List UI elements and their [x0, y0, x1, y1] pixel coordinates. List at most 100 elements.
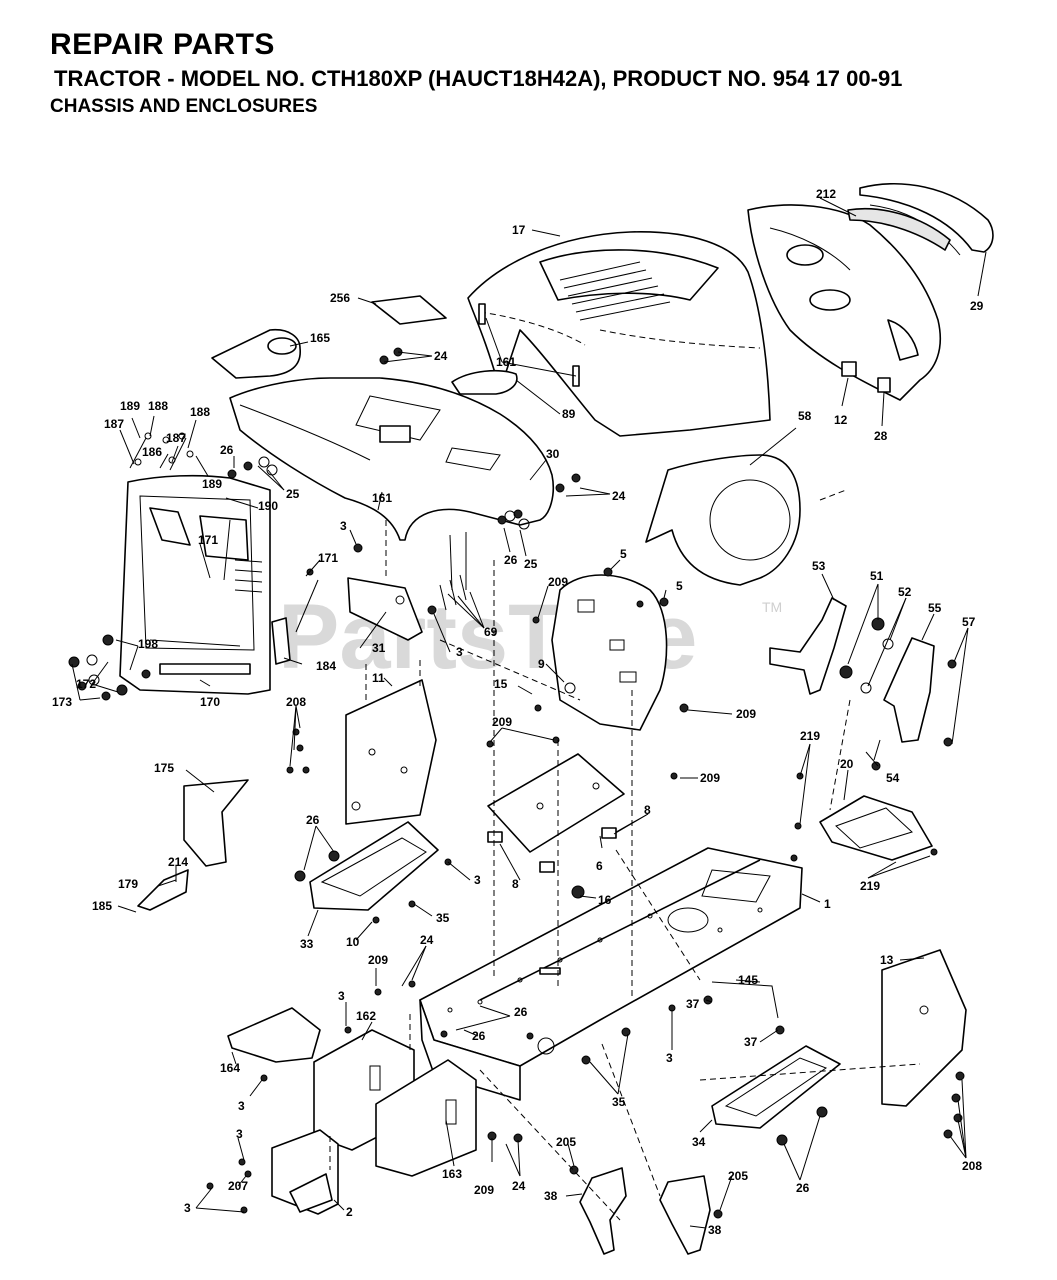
label-209: 209 — [368, 953, 388, 967]
label-26: 26 — [306, 813, 320, 827]
plate-part-11[interactable] — [345, 679, 437, 825]
label-205: 205 — [728, 1169, 748, 1183]
label-179: 179 — [118, 877, 138, 891]
label-190: 190 — [258, 499, 278, 513]
bracket-part-38a[interactable] — [579, 1167, 627, 1255]
label-26: 26 — [796, 1181, 810, 1195]
bracket-part-53[interactable] — [769, 597, 847, 695]
label-172: 172 — [76, 677, 96, 691]
label-3: 3 — [236, 1127, 243, 1141]
section-title: CHASSIS AND ENCLOSURES — [50, 96, 318, 117]
label-37: 37 — [686, 997, 700, 1011]
label-26: 26 — [220, 443, 234, 457]
label-35: 35 — [436, 911, 450, 925]
label-25: 25 — [286, 487, 300, 501]
dash-panel-part-30[interactable] — [229, 377, 555, 541]
label-35: 35 — [612, 1095, 626, 1109]
label-208: 208 — [286, 695, 306, 709]
label-38: 38 — [544, 1189, 558, 1203]
label-165: 165 — [310, 331, 330, 345]
rod-part-214[interactable] — [137, 869, 189, 911]
label-3: 3 — [338, 989, 345, 1003]
label-15: 15 — [494, 677, 508, 691]
assembly-lines — [329, 489, 921, 1221]
label-184: 184 — [316, 659, 336, 673]
label-5: 5 — [620, 547, 627, 561]
label-2: 2 — [346, 1205, 353, 1219]
part-labels: 17 212 29 256 165 24 161 89 12 28 58 189… — [52, 187, 984, 1237]
label-1: 1 — [824, 897, 831, 911]
label-3: 3 — [456, 645, 463, 659]
rod-part-145[interactable] — [711, 981, 779, 1019]
label-171: 171 — [318, 551, 338, 565]
footrest-part-33[interactable] — [309, 821, 439, 911]
leader-lines — [71, 197, 987, 1229]
grille-part-212[interactable] — [747, 183, 994, 401]
label-26: 26 — [472, 1029, 486, 1043]
label-214: 214 — [168, 855, 188, 869]
knob-part-89[interactable] — [451, 369, 518, 395]
label-51: 51 — [870, 569, 884, 583]
label-24: 24 — [612, 489, 626, 503]
label-209: 209 — [700, 771, 720, 785]
plate-part-6[interactable] — [487, 753, 625, 873]
plate-part-13[interactable] — [881, 949, 967, 1107]
label-163: 163 — [442, 1167, 462, 1181]
cover-part-256[interactable] — [371, 295, 447, 325]
label-8: 8 — [512, 877, 519, 891]
panel-part-165[interactable] — [211, 328, 301, 379]
label-186: 186 — [142, 445, 162, 459]
label-171: 171 — [198, 533, 218, 547]
watermark-tm: TM — [762, 599, 782, 615]
bracket-part-38b[interactable] — [659, 1175, 711, 1255]
label-11: 11 — [372, 671, 385, 685]
label-209: 209 — [736, 707, 756, 721]
bracket-part-31[interactable] — [347, 577, 423, 641]
label-24: 24 — [512, 1179, 526, 1193]
label-173: 173 — [52, 695, 72, 709]
shield-part-58[interactable] — [645, 454, 801, 586]
label-145: 145 — [738, 973, 758, 987]
label-188: 188 — [148, 399, 168, 413]
label-37: 37 — [744, 1035, 758, 1049]
label-3: 3 — [184, 1201, 191, 1215]
bracket-part-175[interactable] — [183, 779, 249, 867]
label-164: 164 — [220, 1061, 240, 1075]
label-185: 185 — [92, 899, 112, 913]
label-52: 52 — [898, 585, 912, 599]
label-3: 3 — [474, 873, 481, 887]
label-207: 207 — [228, 1179, 248, 1193]
bracket-part-2[interactable] — [271, 1129, 339, 1215]
label-13: 13 — [880, 953, 894, 967]
label-187: 187 — [104, 417, 124, 431]
grille-part-170[interactable] — [119, 474, 291, 695]
label-175: 175 — [154, 761, 174, 775]
label-162: 162 — [356, 1009, 376, 1023]
label-24: 24 — [420, 933, 434, 947]
label-30: 30 — [546, 447, 560, 461]
label-9: 9 — [538, 657, 545, 671]
label-212: 212 — [816, 187, 836, 201]
label-25: 25 — [524, 557, 538, 571]
label-34: 34 — [692, 1135, 706, 1149]
label-205: 205 — [556, 1135, 576, 1149]
bracket-part-164[interactable] — [227, 1007, 321, 1063]
step-part-34[interactable] — [711, 1045, 841, 1129]
label-89: 89 — [562, 407, 576, 421]
label-209: 209 — [492, 715, 512, 729]
label-188: 188 — [190, 405, 210, 419]
plate-part-20[interactable] — [819, 795, 933, 861]
label-28: 28 — [874, 429, 888, 443]
label-170: 170 — [200, 695, 220, 709]
label-161: 161 — [496, 355, 516, 369]
label-161: 161 — [372, 491, 392, 505]
page-subtitle: TRACTOR - MODEL NO. CTH180XP (HAUCT18H42… — [54, 66, 903, 91]
hood-part-17[interactable] — [467, 231, 771, 437]
label-33: 33 — [300, 937, 314, 951]
label-55: 55 — [928, 601, 942, 615]
bracket-part-55[interactable] — [883, 637, 935, 743]
label-12: 12 — [834, 413, 848, 427]
label-57: 57 — [962, 615, 976, 629]
label-219: 219 — [860, 879, 880, 893]
support-part-9[interactable] — [551, 574, 668, 731]
